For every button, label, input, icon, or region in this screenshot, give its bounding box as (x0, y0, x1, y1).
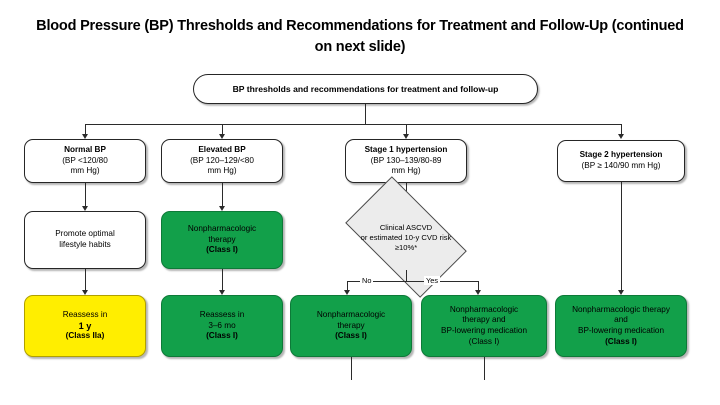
branch-label-no: No (360, 276, 374, 285)
node-normal-bp-line-1: (BP <120/80 (62, 155, 108, 165)
node-outcome3-line-2: (Class I) (335, 331, 367, 341)
flow-banner-label: BP thresholds and recommendations for tr… (232, 83, 499, 94)
node-elevated-bp: Elevated BP (BP 120–129/<80 mm Hg) (161, 139, 283, 183)
node-stage-1-line-0: Stage 1 hypertension (364, 145, 448, 155)
decision-line-0: Clinical ASCVD (379, 223, 433, 232)
node-outcome5-line-1: and (614, 315, 628, 325)
connector-decision-stem (406, 270, 408, 282)
node-elevated-bp-line-2: mm Hg) (207, 166, 237, 176)
connector-continuation-left (351, 357, 353, 380)
node-outcome5-line-0: Nonpharmacologic therapy (572, 304, 670, 314)
node-outcome5-line-2: BP-lowering medication (577, 326, 664, 335)
node-stage-2-hypertension: Stage 2 hypertension (BP ≥ 140/90 mm Hg) (557, 140, 685, 182)
arrow-to-elevated-bp (218, 134, 225, 139)
node-outcome5-line-3: (Class I) (605, 336, 637, 346)
node-normal-bp-line-2: mm Hg) (70, 166, 100, 176)
page-title: Blood Pressure (BP) Thresholds and Recom… (36, 18, 684, 55)
connector-elevated-to-nonpharm (222, 183, 224, 207)
node-nonpharm-line-0: Nonpharmacologic (187, 224, 257, 234)
node-outcome3-line-1: therapy (337, 320, 365, 330)
node-nonpharm-line-2: (Class I) (206, 245, 238, 255)
connector-branch-no (347, 281, 349, 291)
connector-lifestyle-to-reassess (85, 269, 87, 291)
node-nonpharm-and-bp-med-class-i: Nonpharmacologic therapy and BP-lowering… (421, 295, 547, 357)
decision-line-2: ≥10%* (394, 243, 418, 252)
arrow-to-stage-2 (617, 134, 624, 139)
node-stage-1-line-1: (BP 130–139/80-89 (370, 155, 442, 165)
node-normal-bp-line-0: Normal BP (64, 145, 106, 155)
branch-label-yes: Yes (424, 276, 441, 285)
arrow-to-lifestyle (81, 206, 88, 211)
flow-banner: BP thresholds and recommendations for tr… (193, 74, 538, 104)
node-reassess-1y: Reassess in 1 y (Class IIa) (24, 295, 146, 357)
arrow-to-reassess-1y (81, 290, 88, 295)
node-outcome4-line-0: Nonpharmacologic (449, 304, 519, 314)
node-reassess-1y-line-0: Reassess in (62, 310, 108, 320)
node-stage-1-line-2: mm Hg) (391, 166, 421, 176)
connector-continuation-right (484, 357, 486, 380)
connector-branch-bus (347, 281, 478, 283)
connector-drop-stage2 (621, 124, 623, 135)
connector-normal-to-lifestyle (85, 183, 87, 207)
decision-diamond-label: Clinical ASCVD or estimated 10-y CVD ris… (327, 212, 485, 264)
arrow-to-nonpharm-therapy (218, 206, 225, 211)
connector-banner-stem (365, 104, 367, 125)
connector-nonpharm-to-reassess (222, 269, 224, 291)
node-promote-lifestyle-line-0: Promote optimal (55, 229, 115, 239)
connector-stage2-to-outcome (621, 182, 623, 291)
node-elevated-bp-line-1: (BP 120–129/<80 (190, 155, 254, 165)
connector-bus (85, 124, 622, 126)
node-stage-2-line-1: (BP ≥ 140/90 mm Hg) (581, 161, 661, 170)
node-reassess-3-6mo: Reassess in 3–6 mo (Class I) (161, 295, 283, 357)
arrow-to-normal-bp (81, 134, 88, 139)
node-normal-bp: Normal BP (BP <120/80 mm Hg) (24, 139, 146, 183)
connector-branch-yes (478, 281, 480, 291)
connector-drop-stage1 (406, 124, 408, 135)
node-nonpharmacologic-therapy: Nonpharmacologic therapy (Class I) (161, 211, 283, 269)
node-reassess-3-6mo-line-1: 3–6 mo (208, 320, 236, 330)
node-outcome4-line-1: therapy and (462, 315, 506, 325)
arrow-branch-yes (474, 290, 481, 295)
node-promote-lifestyle-line-1: lifestyle habits (59, 240, 111, 249)
connector-drop-normal (85, 124, 87, 135)
node-nonpharm-therapy-and-bp-med: Nonpharmacologic therapy and BP-lowering… (555, 295, 687, 357)
node-stage-1-hypertension: Stage 1 hypertension (BP 130–139/80-89 m… (345, 139, 467, 183)
node-outcome4-line-3: (Class I) (468, 336, 500, 346)
node-elevated-bp-line-0: Elevated BP (198, 145, 246, 155)
node-reassess-1y-line-2: (Class IIa) (65, 331, 105, 341)
arrow-to-stage-1 (402, 134, 409, 139)
connector-drop-elevated (222, 124, 224, 135)
node-reassess-1y-line-1: 1 y (78, 320, 92, 331)
decision-line-1: or estimated 10-y CVD risk (360, 233, 452, 242)
node-nonpharm-line-1: therapy (208, 234, 236, 244)
arrow-to-stage-2-outcome (617, 290, 624, 295)
node-nonpharm-therapy-class-i: Nonpharmacologic therapy (Class I) (290, 295, 412, 357)
arrow-branch-no (343, 290, 350, 295)
node-stage-2-line-0: Stage 2 hypertension (579, 150, 663, 160)
node-outcome4-line-2: BP-lowering medication (440, 326, 527, 335)
node-reassess-3-6mo-line-2: (Class I) (206, 331, 238, 341)
node-reassess-3-6mo-line-0: Reassess in (199, 310, 245, 320)
node-outcome3-line-0: Nonpharmacologic (316, 310, 386, 320)
arrow-to-reassess-3-6mo (218, 290, 225, 295)
node-promote-lifestyle: Promote optimal lifestyle habits (24, 211, 146, 269)
